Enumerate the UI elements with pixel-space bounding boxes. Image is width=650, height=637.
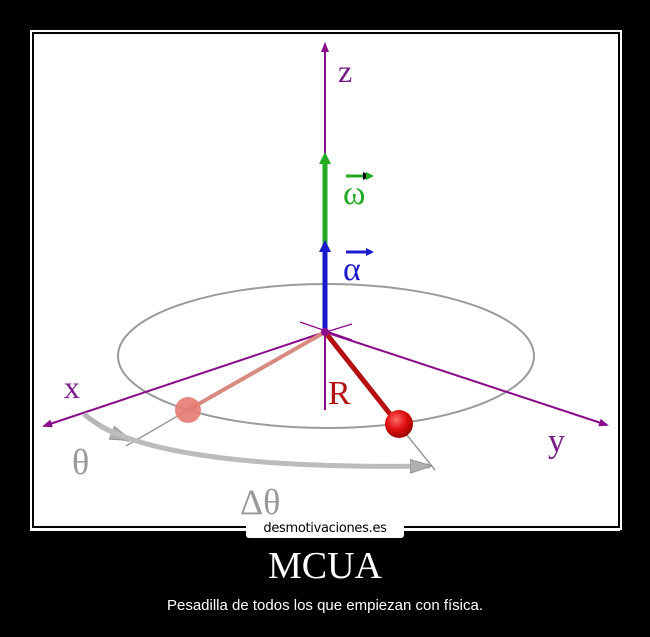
watermark-bar-right (390, 528, 620, 531)
delta-theta-arrow (98, 423, 430, 466)
theta-label: θ (72, 442, 89, 482)
mcua-diagram: z x y ω α R θ Δθ (42, 42, 609, 522)
radius-label: R (328, 375, 351, 412)
radius-initial (187, 330, 326, 412)
particle-current (385, 410, 413, 438)
poster-subtitle: Pesadilla de todos los que empiezan con … (166, 597, 484, 614)
omega-symbol: ω (343, 175, 365, 212)
z-label: z (338, 53, 352, 89)
alpha-symbol: α (343, 251, 361, 288)
watermark-label: desmotivaciones.es (246, 520, 404, 538)
y-axis (324, 331, 609, 427)
x-axis (42, 331, 326, 428)
particle-initial (175, 397, 201, 423)
delta-theta-label: Δθ (240, 482, 280, 522)
omega-label: ω (343, 172, 374, 212)
origin-point (321, 328, 329, 336)
watermark: desmotivaciones.es (0, 520, 650, 538)
radius-vector (323, 330, 400, 426)
poster-title: MCUA (267, 545, 383, 587)
x-label: x (64, 369, 80, 405)
alpha-label: α (343, 248, 374, 288)
watermark-bar-left (30, 528, 260, 531)
y-label: y (548, 423, 565, 460)
poster-image: z x y ω α R θ Δθ (34, 34, 618, 526)
